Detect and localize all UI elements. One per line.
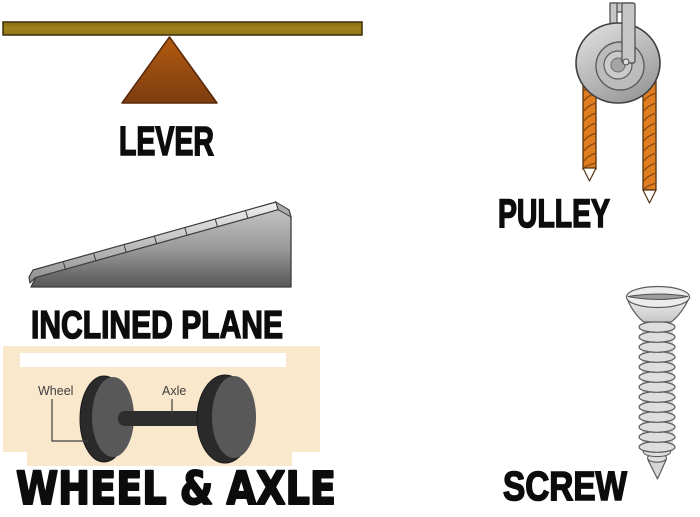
inclined-plane-top-facet bbox=[275, 200, 292, 219]
lever-bar-icon bbox=[2, 21, 363, 36]
screw-thread bbox=[638, 431, 676, 443]
screw-thread bbox=[638, 331, 676, 343]
screw-thread bbox=[638, 391, 676, 403]
lever-label: LEVER bbox=[119, 118, 214, 164]
screw-thread bbox=[638, 381, 676, 393]
wheel-and-axle-label: WHEEL & AXLE bbox=[16, 462, 336, 515]
screw-thread bbox=[638, 401, 676, 413]
screw-thread bbox=[638, 321, 676, 333]
left-wheel-face-icon bbox=[92, 377, 134, 457]
lever-illustration bbox=[2, 21, 363, 104]
screw-illustration bbox=[625, 285, 691, 480]
pulley-axle-bolt bbox=[622, 58, 630, 66]
wheel-callout-leader-line bbox=[51, 399, 88, 442]
screw-thread bbox=[638, 341, 676, 353]
inclined-plane-illustration bbox=[28, 200, 292, 288]
rope-left-tip bbox=[582, 167, 597, 182]
screw-thread bbox=[638, 441, 676, 453]
axle-bar-icon bbox=[118, 411, 202, 426]
screw-thread bbox=[638, 411, 676, 423]
wheel-axle-panel-white-strip bbox=[20, 353, 286, 367]
right-wheel-face-icon bbox=[212, 376, 256, 458]
wheel-callout-label: Wheel bbox=[38, 384, 73, 398]
screw-label: SCREW bbox=[503, 463, 627, 509]
lever-fulcrum-icon bbox=[121, 36, 218, 104]
pulley-bracket-right-leg bbox=[621, 2, 636, 64]
screw-tip bbox=[647, 459, 667, 480]
inclined-plane-label: INCLINED PLANE bbox=[31, 304, 283, 347]
rope-right-tip bbox=[642, 189, 657, 204]
axle-callout-label: Axle bbox=[162, 384, 186, 398]
screw-thread bbox=[638, 371, 676, 383]
screw-thread bbox=[638, 361, 676, 373]
inclined-plane-segment-ticks bbox=[62, 210, 249, 271]
wheel-and-axle-illustration: Wheel Axle bbox=[3, 346, 320, 466]
screw-thread bbox=[638, 351, 676, 363]
screw-head-slot bbox=[627, 293, 689, 300]
pulley-illustration bbox=[575, 2, 661, 204]
screw-thread bbox=[638, 421, 676, 433]
pulley-label: PULLEY bbox=[498, 192, 610, 236]
